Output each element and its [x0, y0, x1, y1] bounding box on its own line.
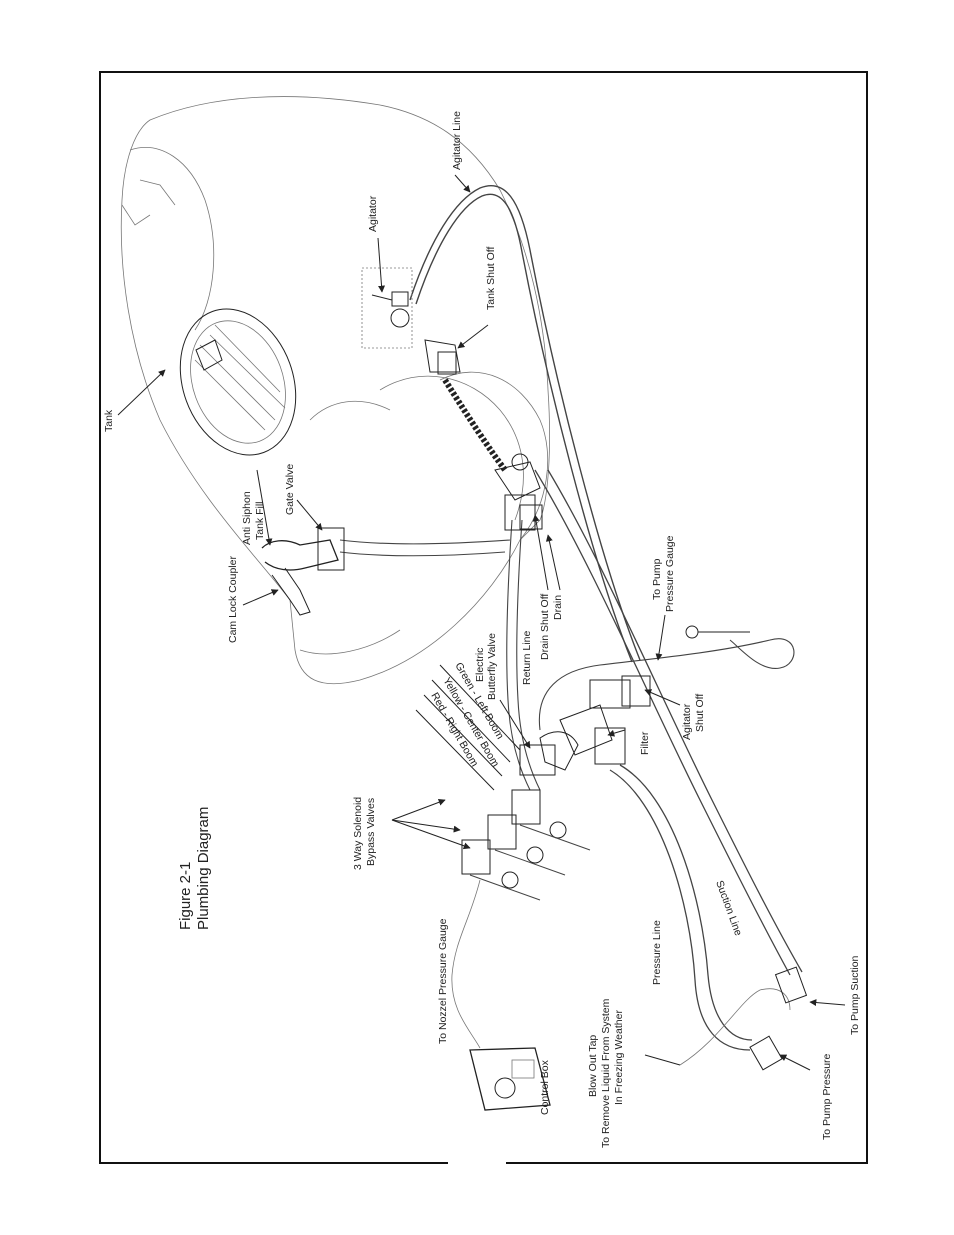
label-tank: Tank [103, 409, 115, 432]
label-suction-line: Suction Line [713, 879, 744, 938]
figure-title: Plumbing Diagram [195, 807, 212, 930]
fittings [261, 267, 808, 1111]
label-agitator-shut-off-2: Shut Off [694, 694, 706, 732]
label-agitator: Agitator [367, 195, 379, 232]
hose-lines [339, 184, 803, 1066]
control-box-drawing [469, 1047, 551, 1111]
leader-arrows [117, 174, 846, 1071]
label-electric: Electric [474, 648, 486, 682]
label-blow-out-tap-1: Blow Out Tap [587, 1035, 599, 1097]
label-pressure-line: Pressure Line [651, 920, 663, 985]
label-anti-siphon-2: Tank Fill [254, 501, 266, 540]
label-return-line: Return Line [521, 631, 533, 685]
label-cam-lock-coupler: Cam Lock Coupler [227, 556, 239, 643]
label-control-box: Control Box [539, 1059, 551, 1115]
solenoid-valves [461, 789, 591, 901]
label-tank-shut-off: Tank Shut Off [485, 246, 497, 310]
label-agitator-shut-off-1: Agitator [681, 703, 693, 740]
label-solenoid-1: 3 Way Solenoid [352, 797, 364, 870]
label-to-pump-gauge-1: To Pump [651, 558, 663, 600]
tank-drawing [120, 96, 550, 685]
label-to-pump-suction: To Pump Suction [849, 955, 861, 1035]
label-agitator-line: Agitator Line [451, 111, 463, 170]
label-drain-shut-off: Drain Shut Off [539, 594, 551, 660]
label-blow-out-tap-2: To Remove Liquid From System [600, 998, 612, 1148]
label-to-pump-pressure: To Pump Pressure [821, 1053, 833, 1140]
label-to-nozzel-gauge: To Nozzel Pressure Gauge [437, 918, 449, 1044]
label-butterfly-valve: Butterfly Valve [486, 633, 498, 700]
label-to-pump-gauge-2: Pressure Gauge [664, 535, 676, 612]
figure-number: Figure 2-1 [177, 862, 194, 930]
label-filter: Filter [639, 731, 651, 755]
label-blow-out-tap-3: In Freezing Weather [613, 1010, 625, 1105]
label-gate-valve: Gate Valve [284, 464, 296, 515]
labels: Figure 2-1 Plumbing Diagram Tank Agitato… [103, 111, 861, 1148]
label-anti-siphon-1: Anti Siphon [241, 491, 253, 545]
label-solenoid-2: Bypass Valves [365, 798, 377, 866]
label-drain: Drain [552, 595, 564, 620]
page-tab [448, 1160, 506, 1168]
